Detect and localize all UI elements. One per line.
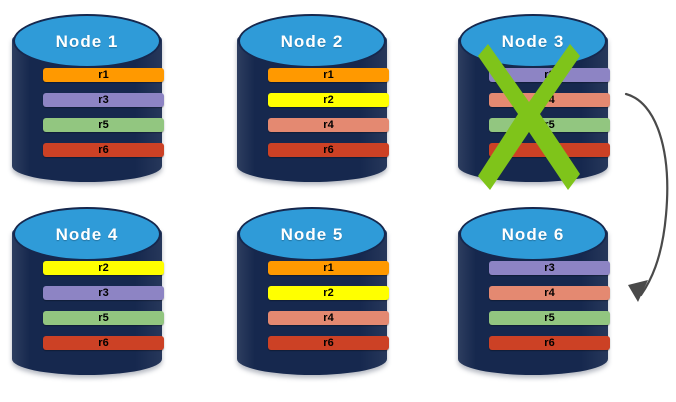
node-5-record-r4[interactable]: r4 [268, 311, 389, 325]
node-2-record-r6[interactable]: r6 [268, 143, 389, 157]
node-4-records: r2 r3 r5 r6 [43, 261, 164, 350]
node-3-label: Node 3 [501, 32, 565, 51]
node-6-records: r3 r4 r5 r6 [489, 261, 610, 350]
node-3-record-r3[interactable]: r3 [489, 68, 610, 82]
redirect-arrow [624, 92, 669, 302]
node-1-record-r5[interactable]: r5 [43, 118, 164, 132]
node-5-record-r1[interactable]: r1 [268, 261, 389, 275]
node-6-record-r4[interactable]: r4 [489, 286, 610, 300]
node-2-record-r4[interactable]: r4 [268, 118, 389, 132]
node-6-record-r3[interactable]: r3 [489, 261, 610, 275]
node-4-record-r3[interactable]: r3 [43, 286, 164, 300]
node-4-record-r2[interactable]: r2 [43, 261, 164, 275]
node-5-record-r6[interactable]: r6 [268, 336, 389, 350]
node-2-label: Node 2 [280, 32, 344, 51]
node-4-label: Node 4 [55, 225, 119, 244]
node-2-cylinder-top [238, 14, 386, 68]
node-3-record-r5[interactable]: r5 [489, 118, 610, 132]
node-6-record-r5[interactable]: r5 [489, 311, 610, 325]
node-6-label: Node 6 [501, 225, 565, 244]
node-1[interactable]: Node 1 r1 r3 r5 r6 [12, 12, 164, 182]
node-1-record-r1[interactable]: r1 [43, 68, 164, 82]
node-5-records: r1 r2 r4 r6 [268, 261, 389, 350]
node-4-record-r6[interactable]: r6 [43, 336, 164, 350]
node-2-record-r2[interactable]: r2 [268, 93, 389, 107]
node-4-record-r5[interactable]: r5 [43, 311, 164, 325]
node-3-records: r3 r4 r5 r6 [489, 68, 610, 157]
node-2-record-r1[interactable]: r1 [268, 68, 389, 82]
node-4-cylinder-top [13, 207, 161, 261]
node-4[interactable]: Node 4 r2 r3 r5 r6 [12, 205, 164, 375]
node-1-cylinder-top [13, 14, 161, 68]
node-3-record-r4[interactable]: r4 [489, 93, 610, 107]
node-5[interactable]: Node 5 r1 r2 r4 r6 [237, 205, 389, 375]
node-5-record-r2[interactable]: r2 [268, 286, 389, 300]
node-6-record-r6[interactable]: r6 [489, 336, 610, 350]
node-5-label: Node 5 [280, 225, 344, 244]
node-3-record-r6[interactable]: r6 [489, 143, 610, 157]
node-1-records: r1 r3 r5 r6 [43, 68, 164, 157]
node-2-records: r1 r2 r4 r6 [268, 68, 389, 157]
node-1-label: Node 1 [55, 32, 119, 51]
node-6[interactable]: Node 6 r3 r4 r5 r6 [458, 205, 610, 375]
node-2[interactable]: Node 2 r1 r2 r4 r6 [237, 12, 389, 182]
node-5-cylinder-top [238, 207, 386, 261]
node-1-record-r6[interactable]: r6 [43, 143, 164, 157]
node-6-cylinder-top [459, 207, 607, 261]
node-3[interactable]: Node 3 r3 r4 r5 r6 [458, 12, 610, 182]
node-1-record-r3[interactable]: r3 [43, 93, 164, 107]
